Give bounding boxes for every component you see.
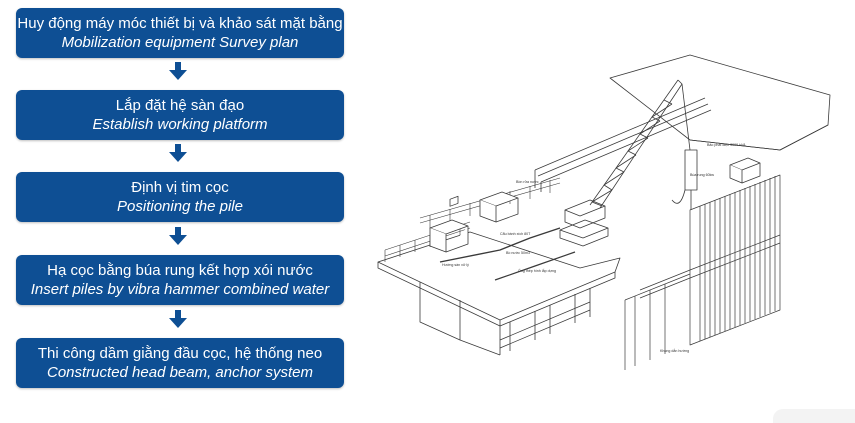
arrow-down-icon <box>169 310 187 328</box>
arrow-down-icon <box>169 62 187 80</box>
label-processing-floor: Hướng sàn xử lý <box>442 263 469 267</box>
crawler-crane <box>559 79 691 247</box>
label-guide-frame: Khung dẫn hướng <box>660 348 689 353</box>
construction-isometric-drawing: Bảo phát điện 3000 kVA Búa rung 60kw Bồn… <box>360 0 855 423</box>
process-flowchart: Huy động máy móc thiết bị và khảo sát mặ… <box>0 0 360 423</box>
arrow-down-icon <box>169 227 187 245</box>
arrow-down-icon <box>169 144 187 162</box>
step-5-english: Constructed head beam, anchor system <box>47 364 313 381</box>
corner-overlay <box>773 409 855 423</box>
step-3-box: Định vị tim cọc Positioning the pile <box>16 172 344 222</box>
water-tank-box <box>479 191 519 223</box>
label-water-tank: Bồ nước 50m3 <box>506 251 530 255</box>
step-2-vietnamese: Lắp đặt hệ sàn đạo <box>115 97 245 114</box>
step-4-vietnamese: Hạ cọc bằng búa rung kết hợp xói nước <box>47 262 313 279</box>
sheet-pile-wall <box>624 174 781 370</box>
step-5-vietnamese: Thi công dầm giằng đầu cọc, hệ thống neo <box>37 345 323 362</box>
step-3-vietnamese: Định vị tim cọc <box>131 179 229 196</box>
platform-deck-edge <box>377 262 501 327</box>
label-generator: Bảo phát điện 3000 kVA <box>707 143 746 147</box>
step-5-box: Thi công dầm giằng đầu cọc, hệ thống neo… <box>16 338 344 388</box>
site-office <box>429 195 469 253</box>
support-frame <box>419 282 591 356</box>
label-steel-pipe: Ống thép hình lắp dựng <box>518 268 556 273</box>
step-2-box: Lắp đặt hệ sàn đạo Establish working pla… <box>16 90 344 140</box>
step-2-english: Establish working platform <box>92 116 268 133</box>
label-crawler-crane: Cẩu bánh xích 80T <box>500 232 531 236</box>
label-water-basin: Bồn rửa nước <box>516 180 539 184</box>
platform-crane-illustration: Bảo phát điện 3000 kVA Búa rung 60kw Bồn… <box>377 54 831 370</box>
step-1-english: Mobilization equipment Survey plan <box>61 34 299 51</box>
step-4-box: Hạ cọc bằng búa rung kết hợp xói nước In… <box>16 255 344 305</box>
embankment-edge <box>689 124 829 151</box>
label-vibro-hammer: Búa rung 60kw <box>690 173 714 177</box>
step-1-vietnamese: Huy động máy móc thiết bị và khảo sát mặ… <box>17 15 343 32</box>
steel-beams-stack <box>534 97 712 192</box>
platform-deck <box>377 231 621 321</box>
step-4-english: Insert piles by vibra hammer combined wa… <box>30 281 330 298</box>
water-pipe <box>439 227 561 263</box>
step-1-box: Huy động máy móc thiết bị và khảo sát mặ… <box>16 8 344 58</box>
generator-box <box>729 157 761 184</box>
step-3-english: Positioning the pile <box>117 198 243 215</box>
